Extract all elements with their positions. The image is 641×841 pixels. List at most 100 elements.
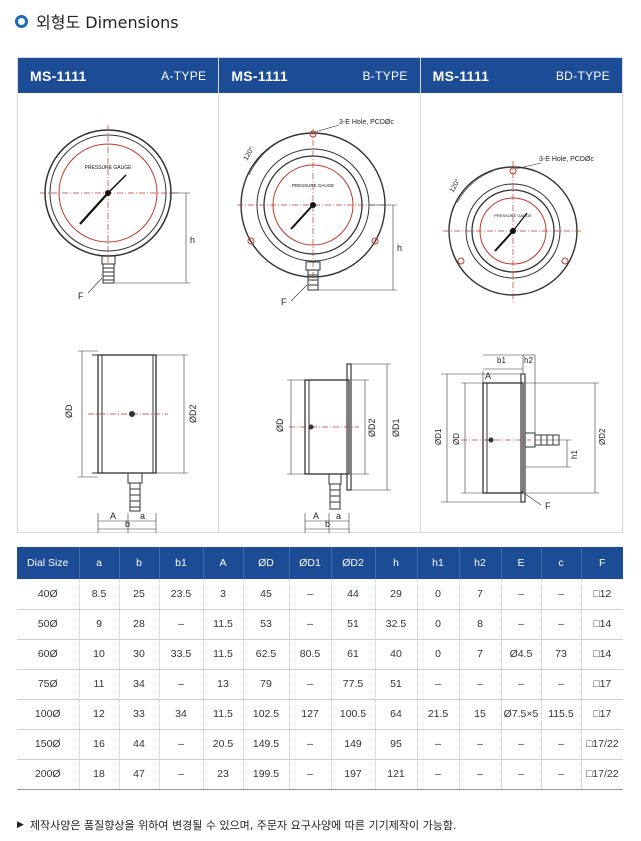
column-header: ØD1 (289, 547, 332, 579)
panel-bd-type: MS-1111 BD-TYPE (420, 58, 622, 532)
table-cell: □14 (581, 639, 623, 670)
table-cell: 62.5 (243, 639, 290, 670)
table-cell: – (459, 729, 502, 760)
table-cell: 10 (79, 639, 120, 670)
table-cell: – (289, 579, 332, 610)
column-header: ØD2 (331, 547, 376, 579)
table-cell: – (541, 669, 582, 700)
table-cell: 200Ø (17, 759, 80, 790)
table-cell: 127 (289, 699, 332, 730)
page-title: 외형도 Dimensions (36, 13, 179, 32)
table-cell: 8.5 (79, 579, 120, 610)
column-header: a (79, 547, 120, 579)
triangle-right-icon: ▶ (17, 820, 24, 830)
table-cell: – (541, 579, 582, 610)
column-header: E (501, 547, 542, 579)
panel-a-type: MS-1111 A-TYPE (18, 58, 220, 533)
dim-label-d: ØD (64, 404, 74, 418)
dim-label-d: ØD (275, 418, 285, 432)
table-cell: 20.5 (203, 729, 244, 760)
table-cell: 21.5 (417, 699, 460, 730)
table-cell: – (459, 759, 502, 790)
dim-label-f: F (281, 297, 287, 307)
dim-label-b: b (325, 519, 330, 529)
dim-label-h1: h1 (570, 450, 579, 459)
table-cell: – (541, 609, 582, 640)
dim-label-a-upper: A (110, 511, 116, 521)
table-cell: 7 (459, 639, 502, 670)
table-cell: 149.5 (243, 729, 290, 760)
table-cell: 60Ø (17, 639, 80, 670)
dim-label-a-lower: a (336, 511, 341, 521)
table-cell: – (541, 729, 582, 760)
table-cell: Ø7.5×5 (501, 699, 542, 730)
column-header: ØD (243, 547, 290, 579)
dimension-drawings: MS-1111 A-TYPE (17, 57, 623, 533)
section-heading: 외형도 Dimensions (15, 9, 179, 33)
table-cell: – (159, 729, 204, 760)
panel-model: MS-1111 (432, 67, 490, 84)
table-cell: 40Ø (17, 579, 80, 610)
table-cell: – (159, 759, 204, 790)
table-cell: 15 (459, 699, 502, 730)
table-header-row: Dial Size a b b1 A ØD ØD1 ØD2 h h1 h2 E … (17, 547, 623, 579)
table-cell: 25 (119, 579, 160, 610)
dim-label-h: h (190, 235, 195, 245)
table-cell: 11 (79, 669, 120, 700)
column-header: b (119, 547, 160, 579)
dim-label-h2: h2 (524, 356, 533, 365)
footnote: ▶ 제작사양은 품질향상을 위하여 변경될 수 있으며, 주문자 요구사양에 따… (17, 817, 456, 833)
table-cell: 44 (331, 579, 376, 610)
panel-header: MS-1111 B-TYPE (219, 58, 420, 93)
b-type-drawing: PRESSURE GAUGE 3-E Hole, PCDØc 120° h F … (237, 119, 402, 533)
dim-label-b1: b1 (497, 356, 506, 365)
table-cell: – (159, 609, 204, 640)
table-cell: – (289, 669, 332, 700)
table-cell: – (501, 759, 542, 790)
table-cell: 16 (79, 729, 120, 760)
table-cell: 29 (375, 579, 418, 610)
table-cell: 11.5 (203, 639, 244, 670)
column-header: Dial Size (17, 547, 80, 579)
table-cell: □17 (581, 699, 623, 730)
table-cell: 75Ø (17, 669, 80, 700)
dimension-table: Dial Size a b b1 A ØD ØD1 ØD2 h h1 h2 E … (17, 547, 623, 790)
panel-header: MS-1111 A-TYPE (18, 58, 219, 93)
table-cell: Ø4.5 (501, 639, 542, 670)
column-header: h2 (459, 547, 502, 579)
table-cell: 34 (159, 699, 204, 730)
gauge-face-label: PRESSURE GAUGE (494, 213, 532, 218)
panel-model: MS-1111 (231, 67, 288, 84)
table-cell: – (289, 729, 332, 760)
table-cell: 100.5 (331, 699, 376, 730)
table-cell: 77.5 (331, 669, 376, 700)
table-cell: – (501, 579, 542, 610)
column-header: b1 (159, 547, 204, 579)
footnote-text: 제작사양은 품질향상을 위하여 변경될 수 있으며, 주문자 요구사양에 따른 … (29, 819, 457, 832)
dim-label-d: ØD (452, 433, 461, 445)
table-cell: 0 (417, 579, 460, 610)
dim-label-a-lower: a (140, 511, 145, 521)
column-header: c (541, 547, 582, 579)
column-header: A (203, 547, 244, 579)
dim-label-b: b (125, 519, 130, 529)
table-cell: 40 (375, 639, 418, 670)
table-cell: 30 (119, 639, 160, 670)
table-cell: – (289, 759, 332, 790)
table-cell: 13 (203, 669, 244, 700)
table-cell: □17/22 (581, 729, 623, 760)
panel-type: BD-TYPE (555, 68, 610, 83)
panel-b-type: MS-1111 B-TYPE (219, 58, 421, 533)
angle-label: 120° (447, 177, 461, 194)
angle-label: 120° (242, 145, 256, 162)
table-cell: 11.5 (203, 609, 244, 640)
table-cell: 23 (203, 759, 244, 790)
table-cell: 149 (331, 729, 376, 760)
table-cell: 53 (243, 609, 290, 640)
column-header: h1 (417, 547, 460, 579)
